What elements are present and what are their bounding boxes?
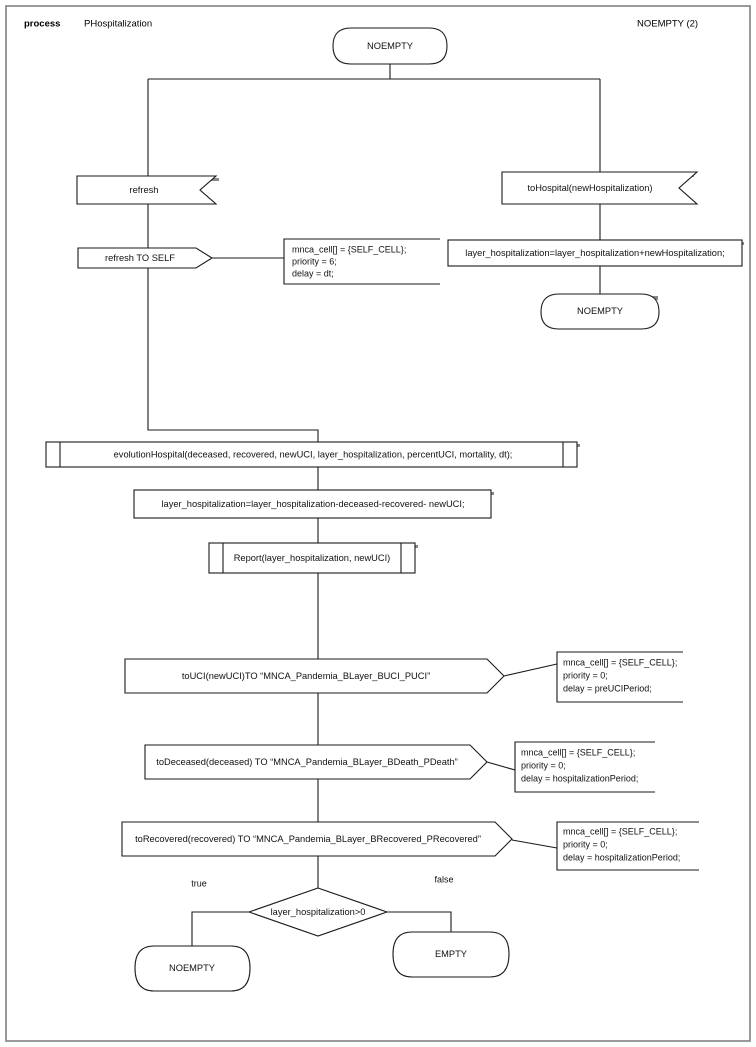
report-shape xyxy=(208,542,416,574)
header-right-label: NOEMPTY (2) xyxy=(637,19,698,30)
node-start-terminator[interactable]: NOEMPTY xyxy=(332,27,448,65)
note-recovered-line3: delay = hospitalizationPeriod; xyxy=(563,852,680,862)
connector-lines xyxy=(147,64,601,946)
note-refresh-shape xyxy=(283,238,440,285)
note-refresh-line3: delay = dt; xyxy=(292,268,334,278)
note-refresh-line1: mnca_cell[] = {SELF_CELL}; xyxy=(292,244,406,254)
to-hospital-shape xyxy=(501,171,699,205)
note-refresh-line2: priority = 6; xyxy=(292,256,337,266)
start-terminator-shape xyxy=(332,27,448,65)
to-recovered-label: toRecovered(recovered) TO “MNCA_Pandemia… xyxy=(135,834,481,844)
note-uci: mnca_cell[] = {SELF_CELL}; priority = 0;… xyxy=(556,651,683,703)
true-terminator-label: NOEMPTY xyxy=(169,963,215,973)
node-decision[interactable]: layer_hospitalization>0 xyxy=(247,887,389,937)
note-uci-shape xyxy=(556,651,683,703)
note-deceased-line2: priority = 0; xyxy=(521,760,566,770)
node-evolution-hospital[interactable]: evolutionHospital(deceased, recovered, n… xyxy=(45,441,580,468)
decision-shape xyxy=(247,887,389,937)
node-refresh-input[interactable]: refresh xyxy=(76,175,219,205)
node-refresh-to-self[interactable]: refresh TO SELF xyxy=(77,247,214,269)
conn-note-recovered xyxy=(511,839,558,849)
node-to-hospital-input[interactable]: toHospital(newHospitalization) xyxy=(501,171,699,205)
decision-label: layer_hospitalization>0 xyxy=(271,907,366,917)
to-uci-label: toUCI(newUCI)TO “MNCA_Pandemia_BLayer_BU… xyxy=(182,671,430,681)
edge-label-true: true xyxy=(191,878,207,888)
conn-self-to-evolution xyxy=(147,268,319,442)
node-true-terminator[interactable]: NOEMPTY xyxy=(134,945,251,992)
to-hospital-label: toHospital(newHospitalization) xyxy=(527,183,652,193)
note-deceased: mnca_cell[] = {SELF_CELL}; priority = 0;… xyxy=(514,741,655,793)
node-right-terminator[interactable]: NOEMPTY xyxy=(540,293,660,330)
refresh-label: refresh xyxy=(130,185,159,195)
note-deceased-line1: mnca_cell[] = {SELF_CELL}; xyxy=(521,747,635,757)
note-recovered-shape xyxy=(556,821,699,871)
false-terminator-shape xyxy=(392,931,510,978)
note-recovered-line2: priority = 0; xyxy=(563,839,608,849)
start-terminator-label: NOEMPTY xyxy=(367,41,413,51)
evolution-hospital-label: evolutionHospital(deceased, recovered, n… xyxy=(114,449,513,459)
note-uci-line3: delay = preUCIPeriod; xyxy=(563,683,652,693)
note-deceased-shape xyxy=(514,741,655,793)
subtract-label: layer_hospitalization=layer_hospitalizat… xyxy=(161,499,464,509)
header-process-name: PHospitalization xyxy=(84,19,152,30)
to-deceased-label: toDeceased(deceased) TO “MNCA_Pandemia_B… xyxy=(156,757,457,767)
node-subtract-hospitalization[interactable]: layer_hospitalization=layer_hospitalizat… xyxy=(133,489,494,519)
false-terminator-label: EMPTY xyxy=(435,949,467,959)
node-false-terminator[interactable]: EMPTY xyxy=(392,931,510,978)
node-add-hospitalization[interactable]: layer_hospitalization=layer_hospitalizat… xyxy=(447,239,744,267)
diagram-frame xyxy=(5,5,751,1042)
right-terminator-shape xyxy=(540,293,660,330)
note-recovered: mnca_cell[] = {SELF_CELL}; priority = 0;… xyxy=(556,821,699,871)
node-to-deceased[interactable]: toDeceased(deceased) TO “MNCA_Pandemia_B… xyxy=(144,744,488,780)
add-hospitalization-shape xyxy=(447,239,743,267)
to-uci-shape xyxy=(124,658,505,694)
note-uci-line2: priority = 0; xyxy=(563,670,608,680)
note-uci-line1: mnca_cell[] = {SELF_CELL}; xyxy=(563,657,677,667)
note-recovered-line1: mnca_cell[] = {SELF_CELL}; xyxy=(563,826,677,836)
refresh-to-self-shape xyxy=(77,247,214,269)
evolution-hospital-shape xyxy=(45,441,578,468)
conn-decision-false xyxy=(387,911,452,932)
conn-decision-true xyxy=(191,911,249,946)
conn-note-uci xyxy=(503,663,558,677)
add-hospitalization-label: layer_hospitalization=layer_hospitalizat… xyxy=(465,248,724,258)
refresh-shape xyxy=(76,175,218,205)
node-to-uci[interactable]: toUCI(newUCI)TO “MNCA_Pandemia_BLayer_BU… xyxy=(124,658,505,694)
node-to-recovered[interactable]: toRecovered(recovered) TO “MNCA_Pandemia… xyxy=(121,821,513,857)
refresh-to-self-label: refresh TO SELF xyxy=(105,253,175,263)
node-report[interactable]: Report(layer_hospitalization, newUCI) xyxy=(208,542,418,574)
report-label: Report(layer_hospitalization, newUCI) xyxy=(234,553,391,563)
header-keyword: process xyxy=(24,19,60,30)
conn-note-deceased xyxy=(486,761,516,771)
right-terminator-label: NOEMPTY xyxy=(577,306,623,316)
true-terminator-shape xyxy=(134,945,251,992)
to-recovered-shape xyxy=(121,821,513,857)
to-deceased-shape xyxy=(144,744,488,780)
subtract-shape xyxy=(133,489,492,519)
edge-label-false: false xyxy=(434,874,453,884)
note-refresh: mnca_cell[] = {SELF_CELL}; priority = 6;… xyxy=(283,238,440,285)
note-deceased-line3: delay = hospitalizationPeriod; xyxy=(521,773,638,783)
